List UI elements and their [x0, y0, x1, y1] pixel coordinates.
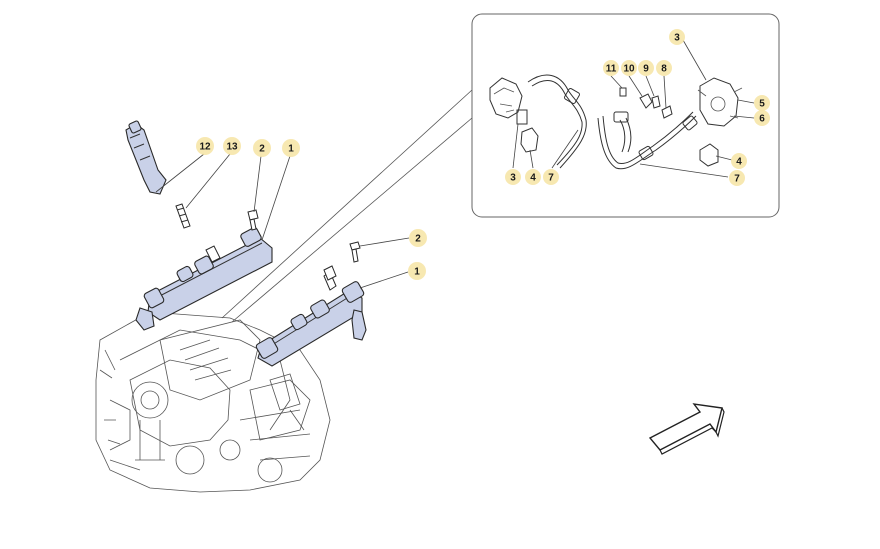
bolt-left [247, 209, 259, 231]
callout-13[interactable]: 13 [223, 137, 241, 155]
pressure-sensor [323, 265, 337, 281]
callout-9[interactable]: 9 [638, 60, 654, 76]
svg-text:8: 8 [661, 64, 667, 75]
svg-text:7: 7 [734, 174, 740, 185]
zoom-line-bottom [231, 117, 473, 323]
svg-text:5: 5 [759, 99, 765, 110]
fuel-pipe-right [597, 111, 698, 170]
zoom-line-top [221, 89, 473, 319]
callout-7-bottom[interactable]: 7 [543, 169, 559, 185]
bolt-right [349, 241, 361, 263]
svg-text:7: 7 [548, 173, 554, 184]
fuel-rail-right [255, 271, 367, 367]
svg-text:3: 3 [674, 33, 680, 44]
callout-5[interactable]: 5 [754, 95, 770, 111]
svg-text:1: 1 [288, 144, 294, 155]
bushing-left [520, 127, 539, 153]
svg-text:12: 12 [199, 142, 211, 153]
fuel-pipe-left [527, 74, 587, 169]
callout-2-right[interactable]: 2 [409, 229, 427, 247]
injector-seal [175, 203, 191, 229]
callout-11[interactable]: 11 [603, 60, 619, 76]
fasteners-detail [619, 87, 673, 119]
callout-3-bottom[interactable]: 3 [505, 169, 521, 185]
callout-8[interactable]: 8 [656, 60, 672, 76]
callout-3-top[interactable]: 3 [669, 29, 685, 45]
callout-4-bottom[interactable]: 4 [525, 169, 541, 185]
svg-text:3: 3 [510, 173, 516, 184]
svg-text:6: 6 [759, 114, 765, 125]
svg-text:13: 13 [226, 142, 238, 153]
svg-text:4: 4 [736, 157, 742, 168]
svg-text:1: 1 [414, 267, 420, 278]
svg-text:9: 9 [643, 64, 649, 75]
callout-4-right[interactable]: 4 [731, 153, 747, 169]
callout-1-left[interactable]: 1 [282, 139, 300, 157]
injector [125, 120, 167, 195]
callout-12[interactable]: 12 [196, 137, 214, 155]
callout-10[interactable]: 10 [621, 60, 637, 76]
main-callouts: 12 13 2 1 2 1 [196, 137, 427, 280]
svg-text:10: 10 [623, 64, 635, 75]
high-pressure-pump-left [489, 77, 528, 125]
main-leaders [155, 153, 410, 289]
fuel-rail-left [135, 227, 273, 331]
svg-text:4: 4 [530, 173, 536, 184]
callout-1-right[interactable]: 1 [408, 262, 426, 280]
callout-2-left[interactable]: 2 [253, 139, 271, 157]
svg-text:11: 11 [606, 64, 617, 75]
callout-7-right[interactable]: 7 [729, 170, 745, 186]
bushing-right [699, 143, 719, 167]
front-direction-arrow-icon [648, 403, 725, 455]
detail-leaders [512, 39, 755, 178]
detail-callouts: 3 11 10 9 8 5 [505, 29, 770, 186]
svg-text:2: 2 [259, 144, 265, 155]
engine-block [95, 311, 331, 493]
detail-inset: 3 11 10 9 8 5 [221, 13, 780, 323]
svg-text:2: 2 [415, 234, 421, 245]
callout-6[interactable]: 6 [754, 110, 770, 126]
